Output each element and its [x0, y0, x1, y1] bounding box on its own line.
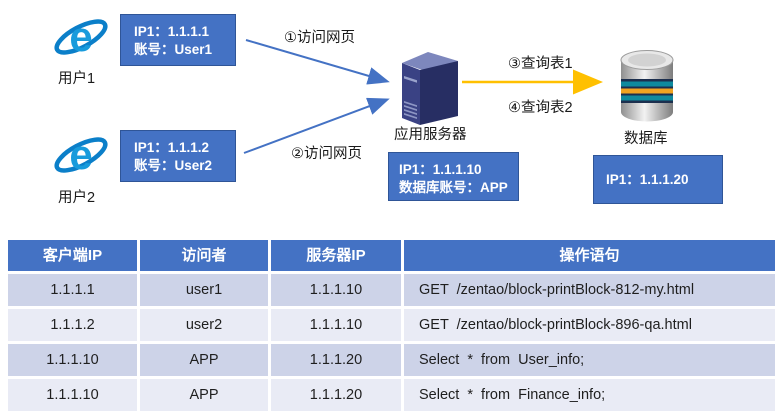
user2-label: 用户2	[58, 190, 96, 206]
server-label: 应用服务器	[394, 127, 467, 143]
table-row: 1.1.1.1 user1 1.1.1.10 GET /zentao/block…	[8, 274, 775, 306]
header-client-ip: 客户端IP	[8, 240, 137, 271]
svg-text:e: e	[69, 131, 92, 178]
table-row: 1.1.1.2 user2 1.1.1.10 GET /zentao/block…	[8, 309, 775, 341]
cell-visitor: user2	[140, 309, 268, 341]
cell-visitor: APP	[140, 344, 268, 376]
arrow2-label: ②访问网页	[291, 146, 362, 162]
table-row: 1.1.1.10 APP 1.1.1.20 Select * from Fina…	[8, 379, 775, 411]
cell-server-ip: 1.1.1.10	[271, 274, 401, 306]
access-log-table: 客户端IP 访问者 服务器IP 操作语句 1.1.1.1 user1 1.1.1…	[8, 240, 775, 411]
user1-ip: IP1：1.1.1.1	[134, 24, 210, 39]
header-visitor: 访问者	[140, 240, 268, 271]
cell-server-ip: 1.1.1.20	[271, 344, 401, 376]
user1-info-box: IP1：1.1.1.1 账号：User1	[120, 14, 236, 66]
database-info-box: IP1：1.1.1.20	[593, 155, 723, 204]
cell-client-ip: 1.1.1.10	[8, 344, 137, 376]
cell-operation: Select * from Finance_info;	[404, 379, 775, 411]
cell-operation: Select * from User_info;	[404, 344, 775, 376]
cell-client-ip: 1.1.1.2	[8, 309, 137, 341]
cell-server-ip: 1.1.1.10	[271, 309, 401, 341]
svg-text:e: e	[69, 13, 92, 60]
server-ip: IP1：1.1.1.10	[399, 162, 482, 177]
arrow1-label: ①访问网页	[284, 30, 355, 46]
database-label: 数据库	[624, 131, 668, 147]
table-header-row: 客户端IP 访问者 服务器IP 操作语句	[8, 240, 775, 271]
cell-operation: GET /zentao/block-printBlock-812-my.html	[404, 274, 775, 306]
ie-browser-icon: e	[54, 13, 108, 60]
database-cylinder-icon	[620, 50, 674, 122]
user1-label: 用户1	[58, 71, 96, 87]
server-info-box: IP1：1.1.1.10 数据库账号：APP	[388, 152, 519, 201]
cell-client-ip: 1.1.1.10	[8, 379, 137, 411]
header-operation: 操作语句	[404, 240, 775, 271]
header-server-ip: 服务器IP	[271, 240, 401, 271]
cell-visitor: user1	[140, 274, 268, 306]
user2-account: 账号：User2	[134, 158, 213, 173]
arrow3-label: ③查询表1	[508, 56, 573, 72]
user1-account: 账号：User1	[134, 42, 213, 57]
cell-operation: GET /zentao/block-printBlock-896-qa.html	[404, 309, 775, 341]
cell-server-ip: 1.1.1.20	[271, 379, 401, 411]
server-tower-icon	[402, 52, 458, 125]
database-ip: IP1：1.1.1.20	[606, 172, 689, 187]
table-row: 1.1.1.10 APP 1.1.1.20 Select * from User…	[8, 344, 775, 376]
user2-ip: IP1：1.1.1.2	[134, 140, 210, 155]
user2-info-box: IP1：1.1.1.2 账号：User2	[120, 130, 236, 182]
cell-client-ip: 1.1.1.1	[8, 274, 137, 306]
cell-visitor: APP	[140, 379, 268, 411]
ie-browser-icon: e	[54, 131, 108, 178]
arrow4-label: ④查询表2	[508, 100, 573, 116]
server-db-account: 数据库账号：APP	[399, 180, 508, 195]
